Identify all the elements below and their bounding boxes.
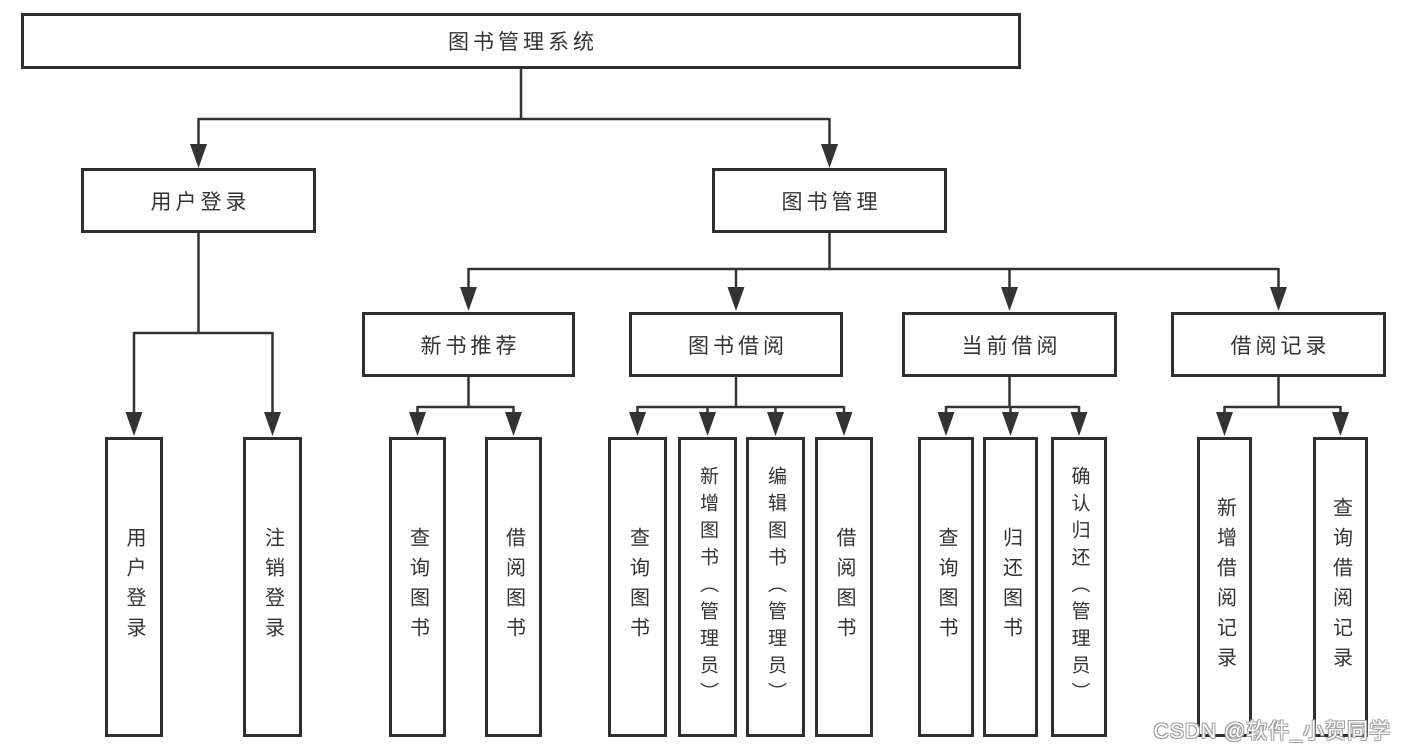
node-book-management: 图书管理 bbox=[712, 168, 947, 233]
node-root-system: 图书管理系统 bbox=[21, 13, 1021, 69]
node-new-book-recommend-label: 新书推荐 bbox=[420, 334, 521, 358]
leaf-confirm-return-admin-label: 确认归还（管理员） bbox=[1068, 465, 1090, 709]
leaf-add-book-admin: 新增图书（管理员） bbox=[678, 437, 737, 737]
node-user-login-label: 用户登录 bbox=[150, 190, 251, 214]
node-borrow-record-label: 借阅记录 bbox=[1230, 334, 1331, 358]
arrow-down-icon bbox=[409, 412, 426, 436]
leaf-current-query-book: 查询图书 bbox=[918, 437, 974, 737]
leaf-edit-book-admin: 编辑图书（管理员） bbox=[746, 437, 805, 737]
leaf-add-borrow-record: 新增借阅记录 bbox=[1197, 437, 1252, 737]
leaf-edit-book-admin-label: 编辑图书（管理员） bbox=[765, 465, 786, 709]
leaf-recommend-query-book-label: 查询图书 bbox=[406, 527, 429, 647]
arrow-down-icon bbox=[1002, 412, 1019, 436]
node-new-book-recommend: 新书推荐 bbox=[362, 312, 575, 377]
arrow-down-icon bbox=[264, 412, 281, 436]
arrow-down-icon bbox=[699, 412, 716, 436]
csdn-watermark: CSDN @软件_小贺同学 bbox=[1153, 720, 1391, 743]
node-current-borrow-label: 当前借阅 bbox=[961, 334, 1062, 358]
arrow-down-icon bbox=[1270, 287, 1287, 311]
arrow-heads bbox=[125, 144, 1349, 436]
leaf-return-book: 归还图书 bbox=[983, 437, 1038, 737]
arrow-down-icon bbox=[460, 287, 477, 311]
leaf-add-borrow-record-label: 新增借阅记录 bbox=[1213, 497, 1236, 677]
arrow-down-icon bbox=[1001, 287, 1018, 311]
leaf-borrow-query-book: 查询图书 bbox=[608, 437, 667, 737]
arrow-down-icon bbox=[190, 144, 207, 168]
leaf-current-query-book-label: 查询图书 bbox=[935, 527, 957, 647]
leaf-recommend-borrow-book: 借阅图书 bbox=[485, 437, 542, 737]
leaf-logout: 注销登录 bbox=[243, 437, 302, 737]
leaf-borrow-borrow-book: 借阅图书 bbox=[815, 437, 873, 737]
node-root-system-label: 图书管理系统 bbox=[448, 31, 598, 54]
arrow-down-icon bbox=[629, 412, 646, 436]
node-current-borrow: 当前借阅 bbox=[902, 312, 1117, 377]
arrow-down-icon bbox=[727, 287, 745, 311]
leaf-user-login-label: 用户登录 bbox=[123, 527, 145, 647]
leaf-borrow-query-book-label: 查询图书 bbox=[626, 527, 649, 647]
leaf-confirm-return-admin: 确认归还（管理员） bbox=[1051, 437, 1107, 737]
leaf-recommend-query-book: 查询图书 bbox=[389, 437, 446, 737]
node-user-login: 用户登录 bbox=[81, 168, 316, 233]
leaf-query-borrow-record: 查询借阅记录 bbox=[1313, 437, 1368, 737]
arrow-down-icon bbox=[505, 412, 522, 436]
node-book-borrow: 图书借阅 bbox=[629, 312, 843, 377]
node-borrow-record: 借阅记录 bbox=[1171, 312, 1386, 377]
leaf-recommend-borrow-book-label: 借阅图书 bbox=[502, 527, 525, 647]
arrow-down-icon bbox=[767, 412, 784, 436]
arrow-down-icon bbox=[937, 412, 955, 436]
arrow-down-icon bbox=[835, 412, 853, 436]
leaf-logout-label: 注销登录 bbox=[261, 527, 284, 647]
arrow-down-icon bbox=[821, 144, 838, 168]
leaf-return-book-label: 归还图书 bbox=[999, 527, 1022, 647]
leaf-query-borrow-record-label: 查询借阅记录 bbox=[1329, 497, 1352, 677]
arrow-down-icon bbox=[1332, 412, 1349, 436]
node-book-borrow-label: 图书借阅 bbox=[688, 334, 788, 358]
arrow-down-icon bbox=[1216, 412, 1233, 436]
node-book-management-label: 图书管理 bbox=[781, 190, 882, 214]
leaf-add-book-admin-label: 新增图书（管理员） bbox=[697, 465, 718, 709]
arrow-down-icon bbox=[1070, 412, 1088, 436]
leaf-user-login: 用户登录 bbox=[105, 437, 163, 737]
leaf-borrow-borrow-book-label: 借阅图书 bbox=[833, 527, 855, 647]
arrow-down-icon bbox=[125, 412, 143, 436]
